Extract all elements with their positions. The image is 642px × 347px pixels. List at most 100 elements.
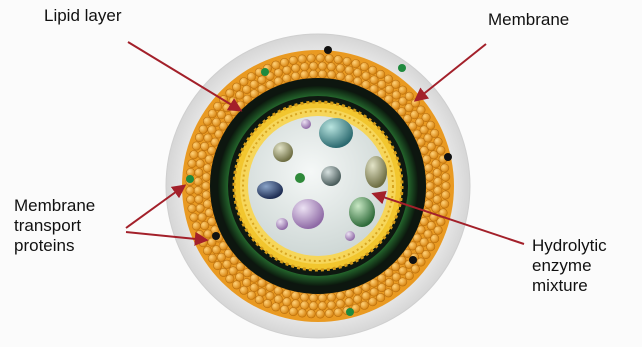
lipid-bead [194, 186, 202, 194]
lipid-bead [258, 76, 266, 84]
lipid-bead [274, 77, 282, 85]
lipid-bead [196, 160, 204, 168]
lipid-bead [298, 55, 306, 63]
lipid-bead [352, 60, 360, 68]
enzyme-blob [321, 166, 341, 186]
lipid-bead [437, 146, 445, 154]
lipid-bead [217, 253, 225, 261]
lipid-bead [195, 230, 203, 238]
lipid-bead [392, 284, 400, 292]
lipid-bead [274, 295, 282, 303]
lipid-bead [434, 186, 442, 194]
membrane-transport-proteins-label: Membrane transport proteins [14, 196, 95, 256]
lipid-bead [208, 110, 216, 118]
transport-protein-dot [212, 232, 220, 240]
lipid-bead [434, 226, 442, 234]
lipid-bead [441, 164, 449, 172]
transport-protein-dot [409, 256, 417, 264]
lipid-bead [240, 286, 248, 294]
lipid-bead [236, 91, 244, 99]
lipid-bead [427, 243, 435, 251]
lipid-bead [353, 69, 361, 77]
lipid-bead [411, 99, 419, 107]
lipid-bead [194, 177, 202, 185]
lipid-bead [442, 191, 450, 199]
lipid-bead [214, 102, 222, 110]
enzyme-blob [273, 142, 293, 162]
arrow-membrane [416, 44, 486, 100]
lipid-bead [202, 173, 210, 181]
lipid-bead [433, 195, 441, 203]
lipid-bead [309, 62, 317, 70]
lipid-bead [399, 86, 407, 94]
transport-protein-dot [444, 153, 452, 161]
enzyme-blob [292, 199, 324, 229]
lipid-bead [354, 287, 362, 295]
lipid-bead [300, 71, 308, 79]
lipid-bead [327, 63, 335, 71]
lipid-bead [233, 83, 241, 91]
enzyme-blob [365, 156, 387, 188]
lipid-bead [431, 129, 439, 137]
lipid-bead [437, 218, 445, 226]
lipid-bead [298, 309, 306, 317]
lipid-bead [300, 301, 308, 309]
lipid-bead [291, 292, 299, 300]
lipid-bead [186, 186, 194, 194]
hydrolytic-enzyme-mixture-label: Hydrolytic enzyme mixture [532, 236, 607, 296]
lipid-bead [192, 142, 200, 150]
lipid-bead [360, 301, 368, 309]
lipid-bead [325, 54, 333, 62]
lipid-bead [198, 213, 206, 221]
lipid-layer-label: Lipid layer [44, 6, 122, 26]
lipid-bead [434, 138, 442, 146]
lipid-bead [240, 78, 248, 86]
lipid-bead [300, 63, 308, 71]
lipid-bead [411, 265, 419, 273]
lipid-bead [327, 71, 335, 79]
lipid-bead [188, 204, 196, 212]
lipid-bead [377, 293, 385, 301]
lipid-bead [360, 62, 368, 70]
lipid-bead [369, 298, 377, 306]
lipid-bead [345, 298, 353, 306]
lipid-bead [258, 288, 266, 296]
lipid-bead [203, 164, 211, 172]
lipid-bead [208, 126, 216, 134]
lipid-bead [336, 292, 344, 300]
lipid-bead [250, 283, 258, 291]
lipid-bead [263, 299, 271, 307]
lipid-bead [226, 89, 234, 97]
lipid-bead [432, 204, 440, 212]
lipid-bead [196, 204, 204, 212]
lipid-bead [309, 70, 317, 78]
lipid-bead [362, 81, 370, 89]
enzyme-blob [345, 231, 355, 241]
lipid-bead [292, 300, 300, 308]
lipid-bead [195, 195, 203, 203]
lipid-bead [345, 66, 353, 74]
transport-protein-dot [186, 175, 194, 183]
membrane-label: Membrane [488, 10, 569, 30]
lipid-bead [243, 278, 251, 286]
lipid-bead [212, 246, 220, 254]
lipid-bead [334, 55, 342, 63]
lipid-bead [336, 300, 344, 308]
lipid-bead [431, 234, 439, 242]
lipid-bead [434, 177, 442, 185]
lipid-bead [292, 64, 300, 72]
lipid-bead [195, 168, 203, 176]
lipid-bead [427, 121, 435, 129]
lipid-bead [247, 73, 255, 81]
lipid-bead [188, 159, 196, 167]
lipid-bead [272, 303, 280, 311]
lipid-bead [316, 54, 324, 62]
lipid-bead [283, 298, 291, 306]
lipid-bead [204, 134, 212, 142]
lipid-bead [226, 275, 234, 283]
lipid-bead [316, 310, 324, 318]
lipid-bead [208, 254, 216, 262]
lipid-bead [190, 151, 198, 159]
lipid-bead [377, 70, 385, 78]
